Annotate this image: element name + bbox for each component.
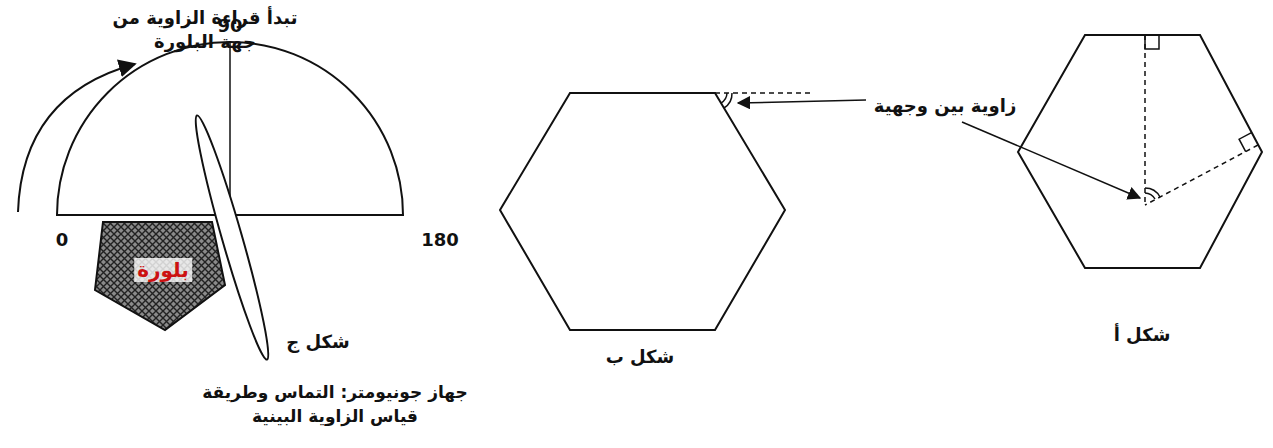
extension-line [715,92,810,94]
reading-arrow [18,64,135,212]
normal-line [1145,145,1258,205]
leader-arrow [738,100,866,103]
callout-label: زاوية بين وجهية [874,94,1017,118]
crystal-label: بلورة [134,258,192,282]
figure-caption: شكل ب [606,345,675,369]
protractor [57,42,403,215]
leader-arrow [962,122,1140,198]
instruction-note: تبدأ قراءة الزاوية من جهة البلورة [100,6,310,54]
normal-line [1144,35,1146,205]
angle-arc [721,93,727,103]
crystal-shape: بلورة [93,220,229,333]
right-angle [1145,35,1159,49]
angle-mark: 90 [217,14,242,38]
hexagon-b [500,93,785,330]
angle-arc [1145,188,1160,197]
figure-caption: شكل أ [1114,323,1171,347]
ninety-line [229,42,231,215]
figure-caption: شكل ج [286,330,349,354]
right-angle [1239,133,1251,152]
angle-mark: 0 [56,228,69,252]
hexagon-a [1018,35,1262,268]
angle-arc [1145,193,1155,199]
angle-mark: 180 [421,228,459,252]
angle-arc [724,93,732,108]
figure-caption: جهاز جونيومتر: التماس وطريقة قياس الزاوي… [190,380,480,428]
